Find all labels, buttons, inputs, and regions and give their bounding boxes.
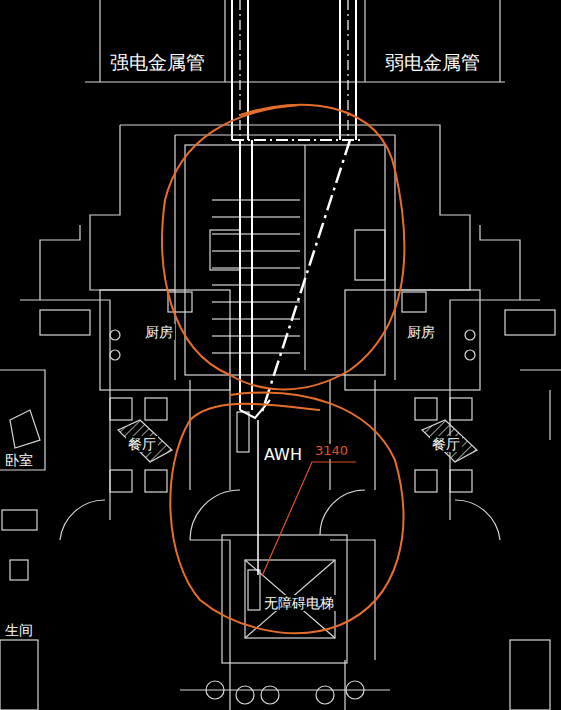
dimension: 3140	[313, 444, 350, 459]
room-name: 餐厅	[430, 436, 462, 452]
room-name: 厨房	[143, 324, 175, 340]
room-name: 餐厅	[126, 436, 158, 452]
room-name: 厨房	[405, 324, 437, 340]
panel-tag: AWH	[262, 446, 304, 464]
room-name: 生间	[3, 622, 35, 638]
room-name: 卧室	[3, 452, 35, 468]
room-name: 无障碍电梯	[262, 595, 336, 611]
pipe-label: 弱电金属管	[383, 52, 482, 74]
pipe-label: 强电金属管	[108, 52, 207, 74]
